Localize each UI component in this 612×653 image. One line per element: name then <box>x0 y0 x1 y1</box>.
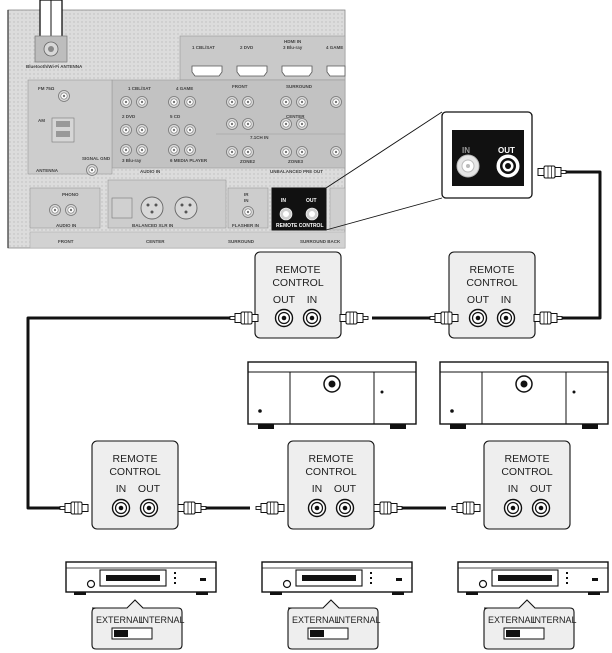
wifi-antenna-icon <box>34 0 68 63</box>
am-terminal-icon <box>51 117 75 143</box>
cables <box>26 170 602 510</box>
audio-in-label-5: 5 CD <box>170 114 181 119</box>
amp-remote-box-2 <box>448 251 536 339</box>
ir-in-label: IN <box>244 198 249 203</box>
switch-3-external: EXTERNAL <box>488 615 536 625</box>
audio-in-label-3: 3 Blu-ray <box>122 158 142 163</box>
src-box-3-left: IN <box>508 483 519 495</box>
amplifier-2-icon <box>439 361 609 429</box>
zoom-remote-control-panel <box>441 111 533 199</box>
src-box-2-line2: CONTROL <box>305 466 356 478</box>
flasher-in-label: FLASHER IN <box>232 223 259 228</box>
audio-in-label-1: 1 CBL/SAT <box>128 86 151 91</box>
ir-label: IR <box>244 192 249 197</box>
zoom-callout-lines <box>325 111 443 231</box>
src-box-3-line1: REMOTE <box>505 453 550 465</box>
xlr-connector-icons <box>111 196 198 220</box>
ir-jack-icon <box>242 206 254 218</box>
hdmi-label-2: 2 DVD <box>240 45 254 50</box>
amp-box-2-right: IN <box>501 294 512 306</box>
phono-label: PHONO <box>62 192 79 197</box>
amp-box-1-line1: REMOTE <box>276 264 321 276</box>
src-box-1-left: IN <box>116 483 127 495</box>
source-remote-box-2 <box>287 440 375 530</box>
src-box-1-line2: CONTROL <box>109 466 160 478</box>
balanced-xlr-label: BALANCED XLR IN <box>132 223 173 228</box>
zone-label-zone3: ZONE3 <box>288 159 304 164</box>
source-device-1-icon <box>65 561 217 595</box>
amp-box-2-line2: CONTROL <box>466 277 517 289</box>
amp-box-2-line1: REMOTE <box>470 264 515 276</box>
src-box-2-right: OUT <box>334 483 357 495</box>
zone-label-surround: SURROUND <box>286 84 313 89</box>
switch-2-external: EXTERNAL <box>292 615 340 625</box>
zone-label-zone2: ZONE2 <box>240 159 256 164</box>
receiver-rc-in-label: IN <box>281 198 286 204</box>
amplifier-1-icon <box>247 361 417 429</box>
signal-gnd-label: SIGNAL GND <box>82 156 111 161</box>
source-device-2-icon <box>261 561 413 595</box>
unbalanced-pre-out-label: UNBALANCED PRE OUT <box>270 169 323 174</box>
seven-ch-in-label: 7.1CH IN <box>250 135 269 140</box>
receiver-rc-label: REMOTE CONTROL <box>276 223 324 229</box>
zoom-title: REMOTE CONTROL <box>458 189 515 195</box>
audio-in-label-6: 6 MEDIA PLAYER <box>170 158 208 163</box>
bottom-label-surround-back: SURROUND BACK <box>300 239 341 244</box>
hdmi-in-label: HDMI IN <box>284 39 301 44</box>
fm-jack-icon <box>58 90 70 102</box>
src-box-3-line2: CONTROL <box>501 466 552 478</box>
audio-in-section-label: AUDIO IN <box>140 169 160 174</box>
receiver-rc-out-label: OUT <box>306 198 317 204</box>
amp-remote-box-1 <box>254 251 342 339</box>
amp-box-1-right: IN <box>307 294 318 306</box>
zone-label-front: FRONT <box>232 84 248 89</box>
source-remote-box-1 <box>91 440 179 530</box>
amp-box-1-line2: CONTROL <box>272 277 323 289</box>
zoom-in-label: IN <box>462 146 470 155</box>
fm-label: FM 75Ω <box>38 86 55 91</box>
signal-gnd-terminal-icon <box>86 164 98 176</box>
hdmi-label-4: 4 GAME <box>326 45 343 50</box>
antenna-section-label: ANTENNA <box>36 168 59 173</box>
bottom-label-front: FRONT <box>58 239 74 244</box>
hdmi-label-3: 3 Blu-ray <box>283 45 303 50</box>
phono-audio-in-label: AUDIO IN <box>56 223 76 228</box>
src-box-3-right: OUT <box>530 483 553 495</box>
receiver-remote-control-jacks <box>271 187 327 231</box>
switch-box-3 <box>483 599 575 650</box>
zoom-out-label: OUT <box>498 146 515 155</box>
src-box-1-right: OUT <box>138 483 161 495</box>
antenna-label: Bluetooth/Wi-Fi ANTENNA <box>26 64 83 69</box>
src-box-2-line1: REMOTE <box>309 453 354 465</box>
switch-1-internal: INTERNAL <box>140 615 185 625</box>
hdmi-label-1: 1 CBL/SAT <box>192 45 215 50</box>
audio-in-label-2: 2 DVD <box>122 114 136 119</box>
audio-in-label-4: 4 GAME <box>176 86 193 91</box>
src-box-1-line1: REMOTE <box>113 453 158 465</box>
hdmi-ports <box>191 65 346 77</box>
amp-box-2-left: OUT <box>467 294 490 306</box>
switch-2-internal: INTERNAL <box>336 615 381 625</box>
switch-box-2 <box>287 599 379 650</box>
src-box-2-left: IN <box>312 483 323 495</box>
switch-3-internal: INTERNAL <box>532 615 577 625</box>
switch-1-external: EXTERNAL <box>96 615 144 625</box>
switch-box-1 <box>91 599 183 650</box>
amp-box-1-left: OUT <box>273 294 296 306</box>
source-device-3-icon <box>457 561 609 595</box>
bottom-label-center: CENTER <box>146 239 165 244</box>
zone-label-center: CENTER <box>286 114 305 119</box>
source-remote-box-3 <box>483 440 571 530</box>
am-label: AM <box>38 118 45 123</box>
bottom-label-surround: SURROUND <box>228 239 255 244</box>
